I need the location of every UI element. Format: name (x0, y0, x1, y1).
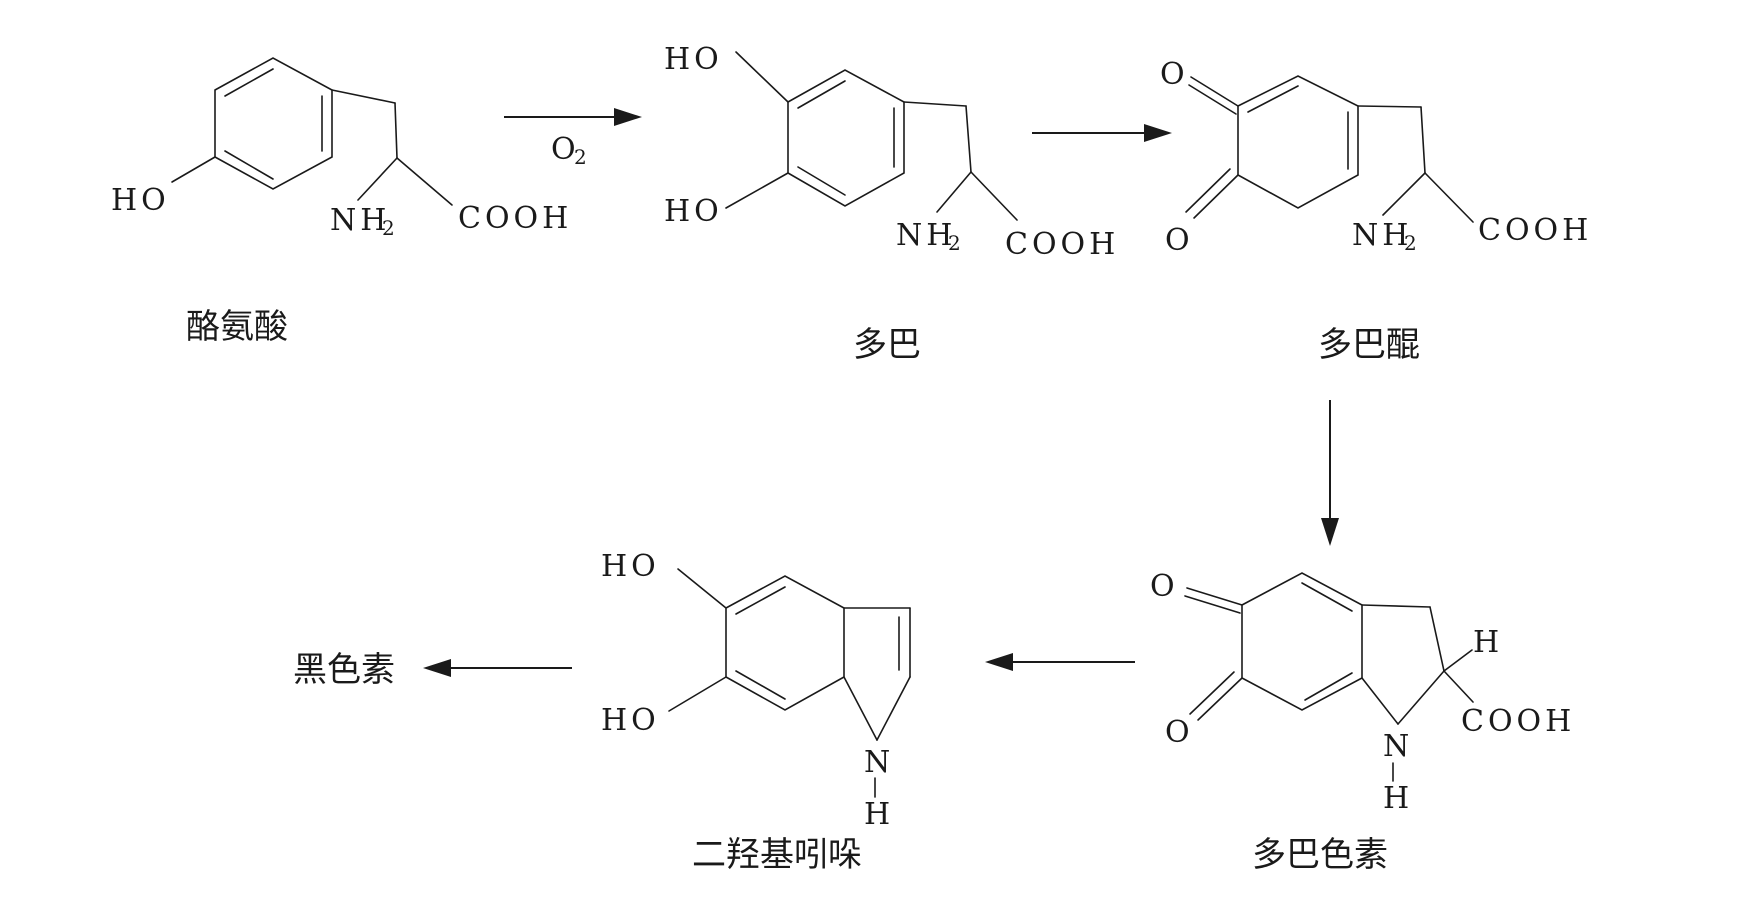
dopachrome-nitrogen-label: N (1383, 729, 1413, 764)
dopaquinone-bonds (1185, 75, 1474, 223)
dopa-bonds (725, 51, 1018, 221)
dopaquinone-carboxyl-label: COOH (1478, 213, 1592, 248)
dihydroxyindole-hydroxyl-bottom-label: HO (601, 703, 660, 738)
dopaquinone-name: 多巴醌 (1318, 325, 1420, 365)
dopachrome-nh-hydrogen-label: H (1383, 781, 1413, 816)
dopa-name: 多巴 (853, 325, 921, 365)
dihydroxyindole-nitrogen-label: N (864, 745, 894, 780)
tyrosine-amine-subscript: 2 (382, 216, 395, 240)
dihydroxyindole-bonds (668, 568, 911, 798)
arrow-tyrosine-to-dopa: O 2 (504, 108, 642, 169)
arrow-dopa-to-dopaquinone (1032, 124, 1172, 142)
dopachrome-carboxyl-label: COOH (1461, 704, 1575, 739)
dopa-carboxyl-label: COOH (1005, 227, 1119, 262)
dopa-hydroxyl-bottom-label: HO (664, 194, 723, 229)
dopaquinone-oxygen-bottom-label: O (1165, 223, 1194, 258)
dopa-amine-label: NH (896, 218, 956, 253)
dopachrome-oxygen-top-label: O (1150, 569, 1179, 604)
tyrosine-bonds (171, 57, 453, 206)
dopachrome-bonds (1184, 572, 1474, 782)
arrow-dopaquinone-to-dopachrome (1321, 400, 1339, 546)
dopaquinone-amine-subscript: 2 (1404, 231, 1417, 255)
dopa-hydroxyl-top-label: HO (664, 42, 723, 77)
dihydroxyindole-structure: HO HO N H 二羟基吲哚 (601, 549, 911, 875)
tyrosine-hydroxyl-label: HO (111, 183, 170, 218)
arrow-dopachrome-to-dihydroxyindole (985, 653, 1135, 671)
tyrosine-amine-label: NH (330, 203, 390, 238)
dihydroxyindole-nh-hydrogen-label: H (864, 797, 894, 832)
dopaquinone-structure: O O NH 2 COOH 多巴醌 (1160, 57, 1592, 365)
tyrosine-structure: HO NH 2 COOH 酪氨酸 (111, 57, 572, 347)
melanin-name: 黑色素 (293, 650, 395, 690)
dopachrome-oxygen-bottom-label: O (1165, 715, 1194, 750)
dopachrome-name: 多巴色素 (1252, 835, 1388, 875)
dopaquinone-oxygen-top-label: O (1160, 57, 1189, 92)
reagent-oxygen-subscript: 2 (574, 145, 587, 169)
dihydroxyindole-name: 二羟基吲哚 (692, 835, 862, 875)
dihydroxyindole-hydroxyl-top-label: HO (601, 549, 660, 584)
dopachrome-structure: O O H COOH N H 多巴色素 (1150, 569, 1575, 875)
tyrosine-name: 酪氨酸 (186, 307, 288, 347)
arrow-dihydroxyindole-to-melanin (423, 659, 572, 677)
dopaquinone-amine-label: NH (1352, 218, 1412, 253)
dopachrome-hydrogen-label: H (1473, 625, 1503, 660)
reagent-oxygen-label: O (551, 132, 580, 167)
dopa-amine-subscript: 2 (948, 231, 961, 255)
dopa-structure: HO HO NH 2 COOH 多巴 (664, 42, 1119, 365)
tyrosine-carboxyl-label: COOH (458, 201, 572, 236)
